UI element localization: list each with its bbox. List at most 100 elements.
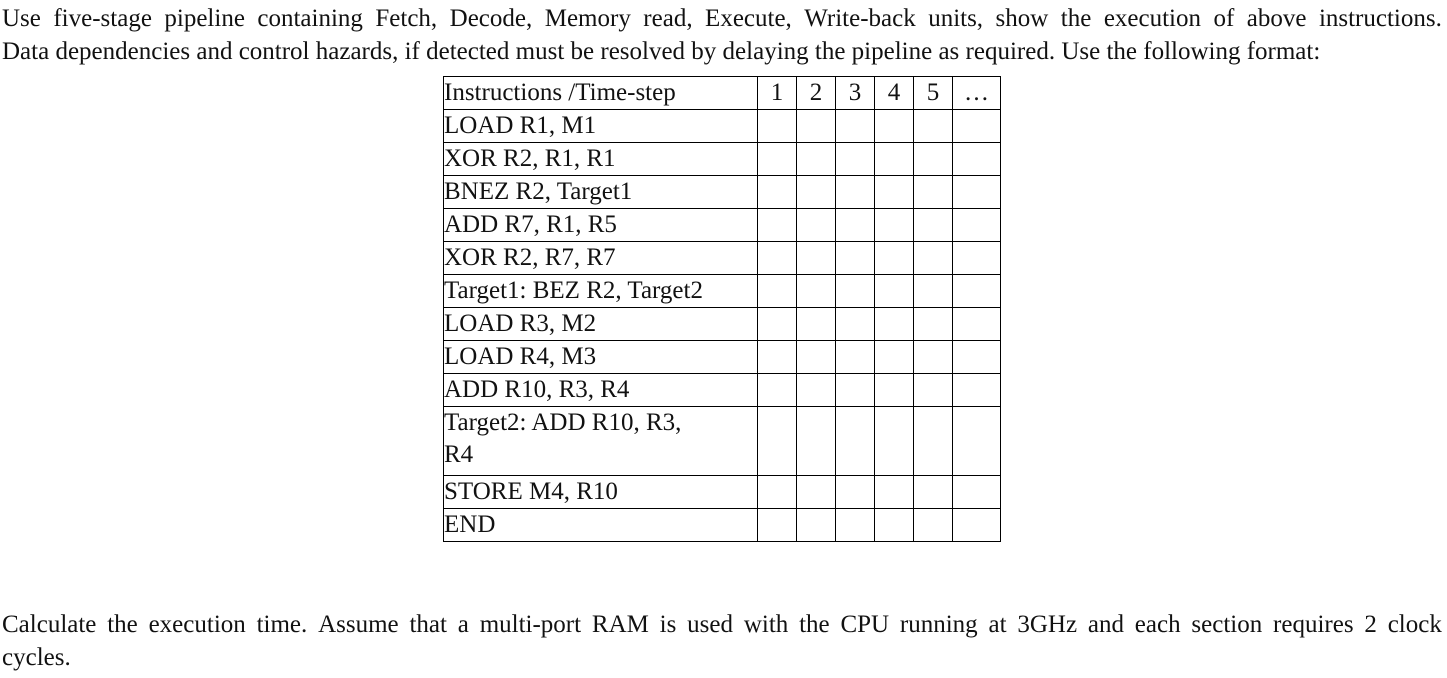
timestep-cell[interactable] bbox=[835, 340, 875, 374]
timestep-cell[interactable] bbox=[835, 208, 875, 242]
timestep-cell[interactable] bbox=[835, 373, 875, 407]
timestep-cell[interactable] bbox=[796, 508, 836, 542]
instruction-cell: LOAD R3, M2 bbox=[443, 307, 758, 341]
word: Write-back bbox=[804, 5, 916, 32]
timestep-cell[interactable] bbox=[796, 340, 836, 374]
timestep-cell[interactable] bbox=[835, 475, 875, 509]
timestep-cell[interactable] bbox=[913, 109, 953, 143]
timestep-cell[interactable] bbox=[835, 241, 875, 275]
timestep-cell[interactable] bbox=[796, 307, 836, 341]
timestep-cell[interactable] bbox=[757, 241, 797, 275]
timestep-cell[interactable] bbox=[796, 175, 836, 209]
timestep-cell[interactable] bbox=[874, 307, 914, 341]
timestep-cell[interactable] bbox=[952, 307, 1001, 341]
timestep-cell[interactable] bbox=[796, 208, 836, 242]
timestep-cell[interactable] bbox=[757, 475, 797, 509]
timestep-cell[interactable] bbox=[913, 241, 953, 275]
timestep-cell[interactable] bbox=[796, 373, 836, 407]
timestep-cell[interactable] bbox=[913, 340, 953, 374]
word: section bbox=[1191, 611, 1263, 638]
table-row: Target2: ADD R10, R3,R4 bbox=[443, 406, 1001, 476]
timestep-cell[interactable] bbox=[835, 175, 875, 209]
timestep-cell[interactable] bbox=[874, 109, 914, 143]
timestep-cell[interactable] bbox=[952, 373, 1001, 407]
timestep-cell[interactable] bbox=[757, 340, 797, 374]
timestep-cell[interactable] bbox=[874, 241, 914, 275]
timestep-cell[interactable] bbox=[757, 373, 797, 407]
header-cell-timestep-5: 5 bbox=[913, 76, 953, 110]
timestep-cell[interactable] bbox=[952, 208, 1001, 242]
timestep-cell[interactable] bbox=[835, 508, 875, 542]
word: running bbox=[899, 611, 978, 638]
timestep-cell[interactable] bbox=[757, 142, 797, 176]
timestep-cell[interactable] bbox=[913, 274, 953, 308]
timestep-cell[interactable] bbox=[874, 208, 914, 242]
timestep-cell[interactable] bbox=[913, 142, 953, 176]
word: the bbox=[1060, 5, 1092, 32]
table-row: LOAD R4, M3 bbox=[443, 340, 1001, 374]
table-row: ADD R10, R3, R4 bbox=[443, 373, 1001, 407]
timestep-cell[interactable] bbox=[913, 175, 953, 209]
timestep-cell[interactable] bbox=[952, 340, 1001, 374]
table-header-row: Instructions /Time-step 1 2 3 4 5 … bbox=[443, 76, 1001, 110]
timestep-cell[interactable] bbox=[913, 475, 953, 509]
timestep-cell[interactable] bbox=[874, 142, 914, 176]
timestep-cell[interactable] bbox=[796, 406, 836, 476]
timestep-cell[interactable] bbox=[757, 208, 797, 242]
timestep-cell[interactable] bbox=[874, 274, 914, 308]
timestep-cell[interactable] bbox=[952, 109, 1001, 143]
timestep-cell[interactable] bbox=[835, 406, 875, 476]
timestep-cell[interactable] bbox=[796, 274, 836, 308]
timestep-cell[interactable] bbox=[874, 406, 914, 476]
timestep-cell[interactable] bbox=[913, 508, 953, 542]
timestep-cell[interactable] bbox=[952, 241, 1001, 275]
timestep-cell[interactable] bbox=[913, 208, 953, 242]
timestep-cell[interactable] bbox=[796, 241, 836, 275]
timestep-cell[interactable] bbox=[796, 109, 836, 143]
timestep-cell[interactable] bbox=[757, 508, 797, 542]
timestep-cell[interactable] bbox=[952, 508, 1001, 542]
instruction-text: ADD R7, R1, R5 bbox=[444, 211, 617, 238]
word: at bbox=[988, 611, 1007, 638]
timestep-cell[interactable] bbox=[952, 274, 1001, 308]
word: used bbox=[687, 611, 733, 638]
instruction-text: ADD R10, R3, R4 bbox=[444, 376, 630, 403]
timestep-cell[interactable] bbox=[913, 406, 953, 476]
timestep-cell[interactable] bbox=[757, 307, 797, 341]
instruction-text: XOR R2, R7, R7 bbox=[444, 244, 616, 271]
timestep-cell[interactable] bbox=[835, 307, 875, 341]
word: Decode, bbox=[449, 5, 533, 32]
instruction-text: Target2: ADD R10, R3, bbox=[444, 409, 682, 436]
timestep-cell[interactable] bbox=[874, 340, 914, 374]
word: CPU bbox=[840, 611, 890, 638]
timestep-cell[interactable] bbox=[835, 109, 875, 143]
timestep-cell[interactable] bbox=[796, 142, 836, 176]
instruction-text: BNEZ R2, Target1 bbox=[444, 178, 633, 205]
table-row: ADD R7, R1, R5 bbox=[443, 208, 1001, 242]
instruction-text: LOAD R4, M3 bbox=[444, 343, 597, 370]
timestep-cell[interactable] bbox=[874, 475, 914, 509]
timestep-cell[interactable] bbox=[796, 475, 836, 509]
timestep-cell[interactable] bbox=[913, 373, 953, 407]
timestep-cell[interactable] bbox=[952, 142, 1001, 176]
timestep-cell[interactable] bbox=[874, 175, 914, 209]
timestep-cell[interactable] bbox=[913, 307, 953, 341]
word: clock bbox=[1387, 611, 1442, 638]
timestep-cell[interactable] bbox=[874, 373, 914, 407]
header-cell-timestep-more: … bbox=[952, 76, 1001, 110]
timestep-cell[interactable] bbox=[874, 508, 914, 542]
timestep-cell[interactable] bbox=[835, 142, 875, 176]
timestep-cell[interactable] bbox=[757, 406, 797, 476]
timestep-cell[interactable] bbox=[757, 109, 797, 143]
word: five-stage bbox=[53, 5, 152, 32]
timestep-cell[interactable] bbox=[757, 175, 797, 209]
table-row: XOR R2, R7, R7 bbox=[443, 241, 1001, 275]
timestep-cell[interactable] bbox=[757, 274, 797, 308]
timestep-cell[interactable] bbox=[952, 175, 1001, 209]
timestep-cell[interactable] bbox=[952, 406, 1001, 476]
word: is bbox=[659, 611, 677, 638]
instruction-text: LOAD R3, M2 bbox=[444, 310, 597, 337]
timestep-cell[interactable] bbox=[835, 274, 875, 308]
word: requires bbox=[1273, 611, 1354, 638]
timestep-cell[interactable] bbox=[952, 475, 1001, 509]
